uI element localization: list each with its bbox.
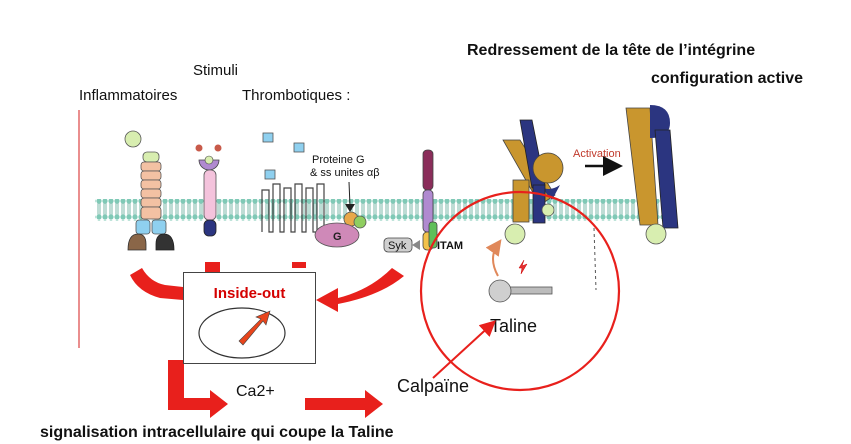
signalisation-label: signalisation intracellulaire qui coupe …: [40, 424, 394, 441]
thrombotiques-label: Thrombotiques :: [242, 87, 351, 104]
lightning-icon: [518, 259, 528, 275]
taline-highlight-circle: [419, 190, 621, 392]
red-signal-top: [205, 262, 220, 272]
inflammatory-receptor-2: [195, 144, 222, 237]
calpaine-flow-arrow: [305, 390, 383, 418]
g-label: G: [333, 231, 342, 243]
dashed-line: [593, 227, 597, 291]
active-integrin: [625, 105, 679, 245]
inside-out-arrow: [316, 268, 404, 312]
itam-label: ITAM: [437, 240, 463, 252]
inflammatoires-label: Inflammatoires: [79, 87, 178, 104]
proteine-g-label-2: & ss unites αβ: [310, 167, 380, 179]
bent-integrin: [502, 119, 564, 245]
red-signal-left: [130, 268, 183, 300]
title-line-1: Redressement de la tête de l’intégrine: [467, 42, 756, 59]
activation-label: Activation: [573, 148, 621, 160]
proteine-g-label-1: Proteine G: [312, 154, 365, 166]
dial-arrow-icon: [238, 310, 271, 346]
calpaine-arrow: [432, 320, 496, 379]
ca2-arrow: [168, 360, 228, 418]
inside-out-box: Inside-out: [183, 272, 316, 364]
syk-label: Syk: [388, 240, 407, 252]
itam-receptor: [383, 149, 438, 253]
inside-out-dial: [198, 307, 286, 359]
cell-membrane: [95, 199, 675, 221]
calpaine-label: Calpaïne: [397, 376, 470, 396]
title-line-2: configuration active: [651, 70, 804, 87]
stimuli-label: Stimuli: [193, 62, 239, 79]
g-protein: [314, 181, 367, 248]
gpcr-receptor: [261, 132, 325, 233]
inflammatory-receptor-1: [124, 130, 175, 251]
taline-protein: [488, 279, 553, 303]
talin-curved-arrow: [485, 239, 502, 277]
ca2-label: Ca2+: [236, 383, 275, 400]
red-signal-top-right: [292, 262, 306, 268]
taline-label: Taline: [490, 316, 538, 336]
inside-out-label: Inside-out: [213, 285, 286, 302]
